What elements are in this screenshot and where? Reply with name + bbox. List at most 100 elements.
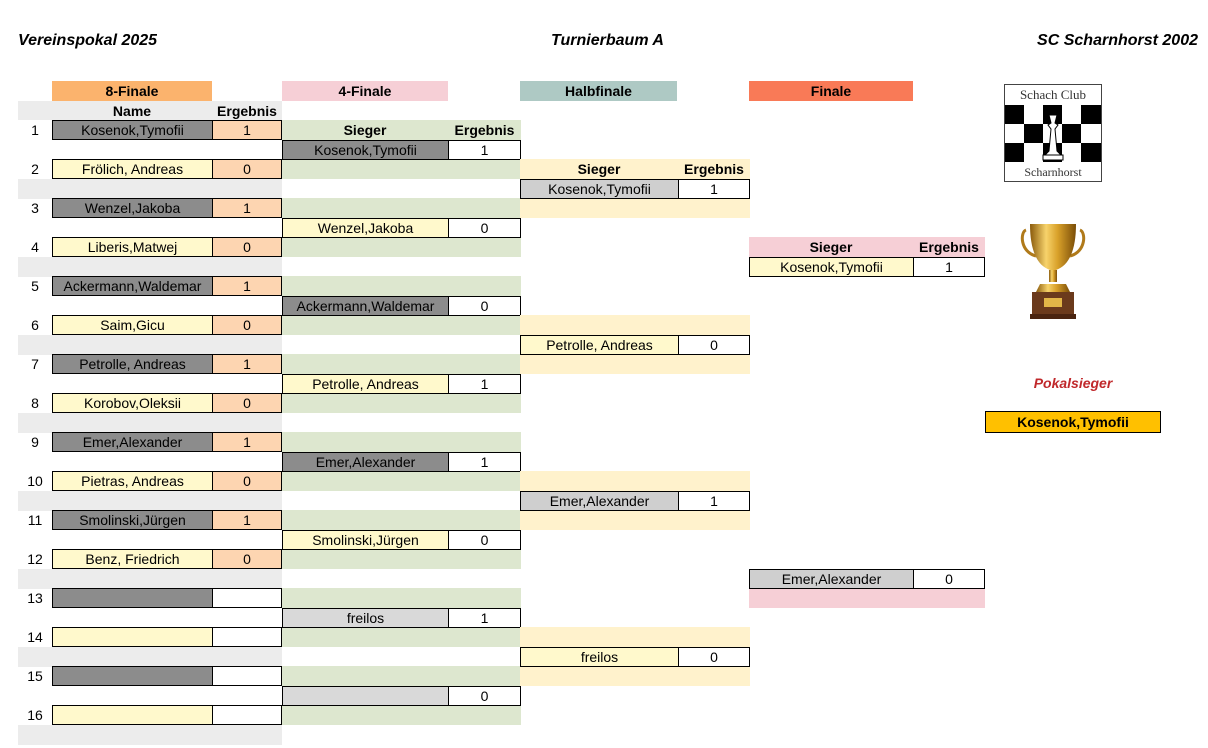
round-header-final: Finale bbox=[749, 81, 913, 101]
round-header-semi: Halbfinale bbox=[520, 81, 677, 101]
r8-match-band-top bbox=[282, 510, 521, 530]
r16-player-name: Frölich, Andreas bbox=[52, 159, 213, 179]
r16-seed-number: 9 bbox=[31, 434, 39, 450]
r16-player-name: Kosenok,Tymofii bbox=[52, 120, 213, 140]
r8-winner-name: Emer,Alexander bbox=[282, 452, 449, 472]
r16-spacer-row bbox=[18, 569, 282, 589]
round-header-r8: 4-Finale bbox=[282, 81, 448, 101]
semi-match-band-bottom bbox=[520, 666, 750, 686]
club-logo: Schach Club Scharnhorst bbox=[1004, 84, 1102, 182]
r16-seed-number: 4 bbox=[31, 239, 39, 255]
r8-winner-name: Kosenok,Tymofii bbox=[282, 140, 449, 160]
final-winner-name: Kosenok,Tymofii bbox=[749, 257, 914, 277]
semi-match-band-bottom bbox=[520, 354, 750, 374]
semi-winner-result: 0 bbox=[678, 335, 750, 355]
semi-match-band-top bbox=[520, 471, 750, 491]
r16-player-name: Pietras, Andreas bbox=[52, 471, 213, 491]
r16-seed-number: 1 bbox=[31, 122, 39, 138]
final-result-header: Ergebnis bbox=[919, 239, 979, 255]
r16-seed-number: 13 bbox=[27, 590, 43, 606]
r16-player-name: Korobov,Oleksii bbox=[52, 393, 213, 413]
r16-player-name: Petrolle, Andreas bbox=[52, 354, 213, 374]
r8-header-bg bbox=[282, 120, 521, 140]
r16-player-name: Ackermann,Waldemar bbox=[52, 276, 213, 296]
r8-winner-result: 0 bbox=[448, 530, 521, 550]
r16-player-result: 1 bbox=[212, 198, 282, 218]
champion-name: Kosenok,Tymofii bbox=[985, 411, 1161, 433]
r8-winner-name: Smolinski,Jürgen bbox=[282, 530, 449, 550]
r8-match-band-bottom bbox=[282, 549, 521, 569]
r8-winner-result: 0 bbox=[448, 686, 521, 706]
r16-seed-number: 7 bbox=[31, 356, 39, 372]
r8-winner-result: 1 bbox=[448, 452, 521, 472]
r8-match-band-top bbox=[282, 432, 521, 452]
r16-spacer-row bbox=[18, 491, 282, 511]
semi-header-bg bbox=[520, 159, 750, 179]
r8-winner-result: 0 bbox=[448, 218, 521, 238]
r16-player-result bbox=[212, 666, 282, 686]
r16-seed-number: 15 bbox=[27, 668, 43, 684]
r8-winner-result: 1 bbox=[448, 140, 521, 160]
r16-seed-number: 5 bbox=[31, 278, 39, 294]
r16-seed-number: 10 bbox=[27, 473, 43, 489]
r8-match-band-bottom bbox=[282, 705, 521, 725]
semi-winner-name: Kosenok,Tymofii bbox=[520, 179, 679, 199]
semi-winner-name: Emer,Alexander bbox=[520, 491, 679, 511]
semi-match-band-top bbox=[520, 627, 750, 647]
r16-seed-number: 16 bbox=[27, 707, 43, 723]
r16-player-name: Saim,Gicu bbox=[52, 315, 213, 335]
semi-winner-name: freilos bbox=[520, 647, 679, 667]
r16-header-row bbox=[18, 101, 282, 120]
r8-match-band-top bbox=[282, 276, 521, 296]
round-header-r16: 8-Finale bbox=[52, 81, 212, 101]
r8-match-band-bottom bbox=[282, 393, 521, 413]
r8-match-band-bottom bbox=[282, 159, 521, 179]
r8-winner-result: 0 bbox=[448, 296, 521, 316]
r8-match-band-top bbox=[282, 588, 521, 608]
r8-sieger-header: Sieger bbox=[343, 122, 387, 138]
final-winner-name: Emer,Alexander bbox=[749, 569, 914, 589]
r16-seed-number: 12 bbox=[27, 551, 43, 567]
r8-match-band-top bbox=[282, 666, 521, 686]
r16-spacer-row bbox=[18, 335, 282, 355]
r16-player-name bbox=[52, 666, 213, 686]
r16-player-result: 0 bbox=[212, 237, 282, 257]
r16-spacer-row bbox=[18, 413, 282, 433]
r16-spacer-row bbox=[18, 647, 282, 667]
tournament-title: Vereinspokal 2025 bbox=[18, 32, 158, 49]
semi-winner-result: 1 bbox=[678, 491, 750, 511]
r8-winner-name: Ackermann,Waldemar bbox=[282, 296, 449, 316]
r8-match-band-top bbox=[282, 354, 521, 374]
r16-player-result bbox=[212, 588, 282, 608]
r8-winner-name bbox=[282, 686, 449, 706]
r8-match-band-bottom bbox=[282, 237, 521, 257]
r16-seed-number: 6 bbox=[31, 317, 39, 333]
r16-spacer-row bbox=[18, 257, 282, 277]
semi-sieger-header: Sieger bbox=[577, 161, 621, 177]
r16-player-result: 1 bbox=[212, 276, 282, 296]
r16-player-name: Emer,Alexander bbox=[52, 432, 213, 452]
r16-player-result: 0 bbox=[212, 471, 282, 491]
logo-bottom-text: Scharnhorst bbox=[1005, 163, 1101, 181]
champion-label: Pokalsieger bbox=[1033, 375, 1113, 391]
r16-name-header: Name bbox=[112, 102, 152, 119]
semi-match-band-bottom bbox=[520, 198, 750, 218]
r16-player-name: Benz, Friedrich bbox=[52, 549, 213, 569]
r8-result-header: Ergebnis bbox=[454, 122, 515, 138]
r16-player-result: 0 bbox=[212, 315, 282, 335]
bracket-title: Turnierbaum A bbox=[551, 32, 664, 49]
r8-match-band-bottom bbox=[282, 471, 521, 491]
r16-seed-number: 8 bbox=[31, 395, 39, 411]
r8-match-band-bottom bbox=[282, 315, 521, 335]
r8-match-band-bottom bbox=[282, 627, 521, 647]
r16-player-result: 1 bbox=[212, 354, 282, 374]
semi-winner-name: Petrolle, Andreas bbox=[520, 335, 679, 355]
semi-match-band-bottom bbox=[520, 510, 750, 530]
r16-player-name bbox=[52, 588, 213, 608]
semi-winner-result: 0 bbox=[678, 647, 750, 667]
r16-player-result: 0 bbox=[212, 549, 282, 569]
r16-player-name bbox=[52, 705, 213, 725]
r16-player-name bbox=[52, 627, 213, 647]
r8-winner-result: 1 bbox=[448, 374, 521, 394]
final-match-band bbox=[749, 588, 985, 608]
